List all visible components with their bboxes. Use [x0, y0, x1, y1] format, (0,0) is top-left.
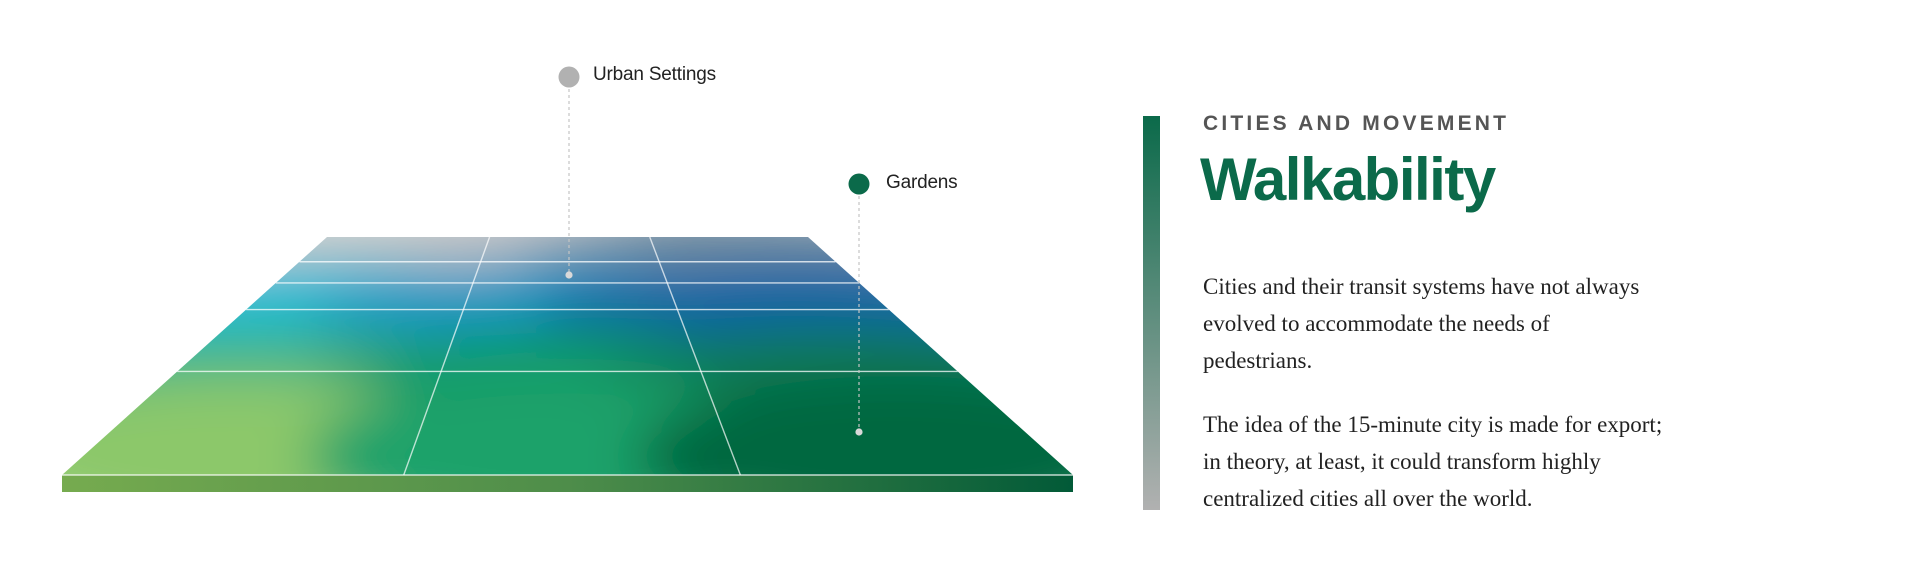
section-eyebrow: CITIES AND MOVEMENT	[1203, 112, 1510, 135]
body-paragraph-2: The idea of the 15-minute city is made f…	[1203, 412, 1663, 511]
grid-column-line	[403, 236, 491, 476]
grid-lines	[62, 236, 1073, 476]
callout-urban-settings	[558, 66, 580, 279]
callout-gardens	[848, 173, 870, 436]
urban-settings-label: Urban Settings	[593, 64, 716, 85]
grid-column-line	[649, 236, 742, 476]
page-title: Walkability	[1200, 146, 1496, 213]
body-paragraph-1: Cities and their transit systems have no…	[1203, 274, 1640, 373]
urban-settings-anchor-dot	[565, 271, 573, 279]
gardens-marker	[848, 173, 870, 195]
urban-settings-marker	[558, 66, 580, 88]
gardens-label: Gardens	[886, 172, 958, 193]
gardens-anchor-dot	[855, 428, 863, 436]
accent-bar	[1143, 116, 1160, 510]
surface-color-region	[636, 375, 1073, 475]
plane-front-edge	[62, 475, 1073, 492]
